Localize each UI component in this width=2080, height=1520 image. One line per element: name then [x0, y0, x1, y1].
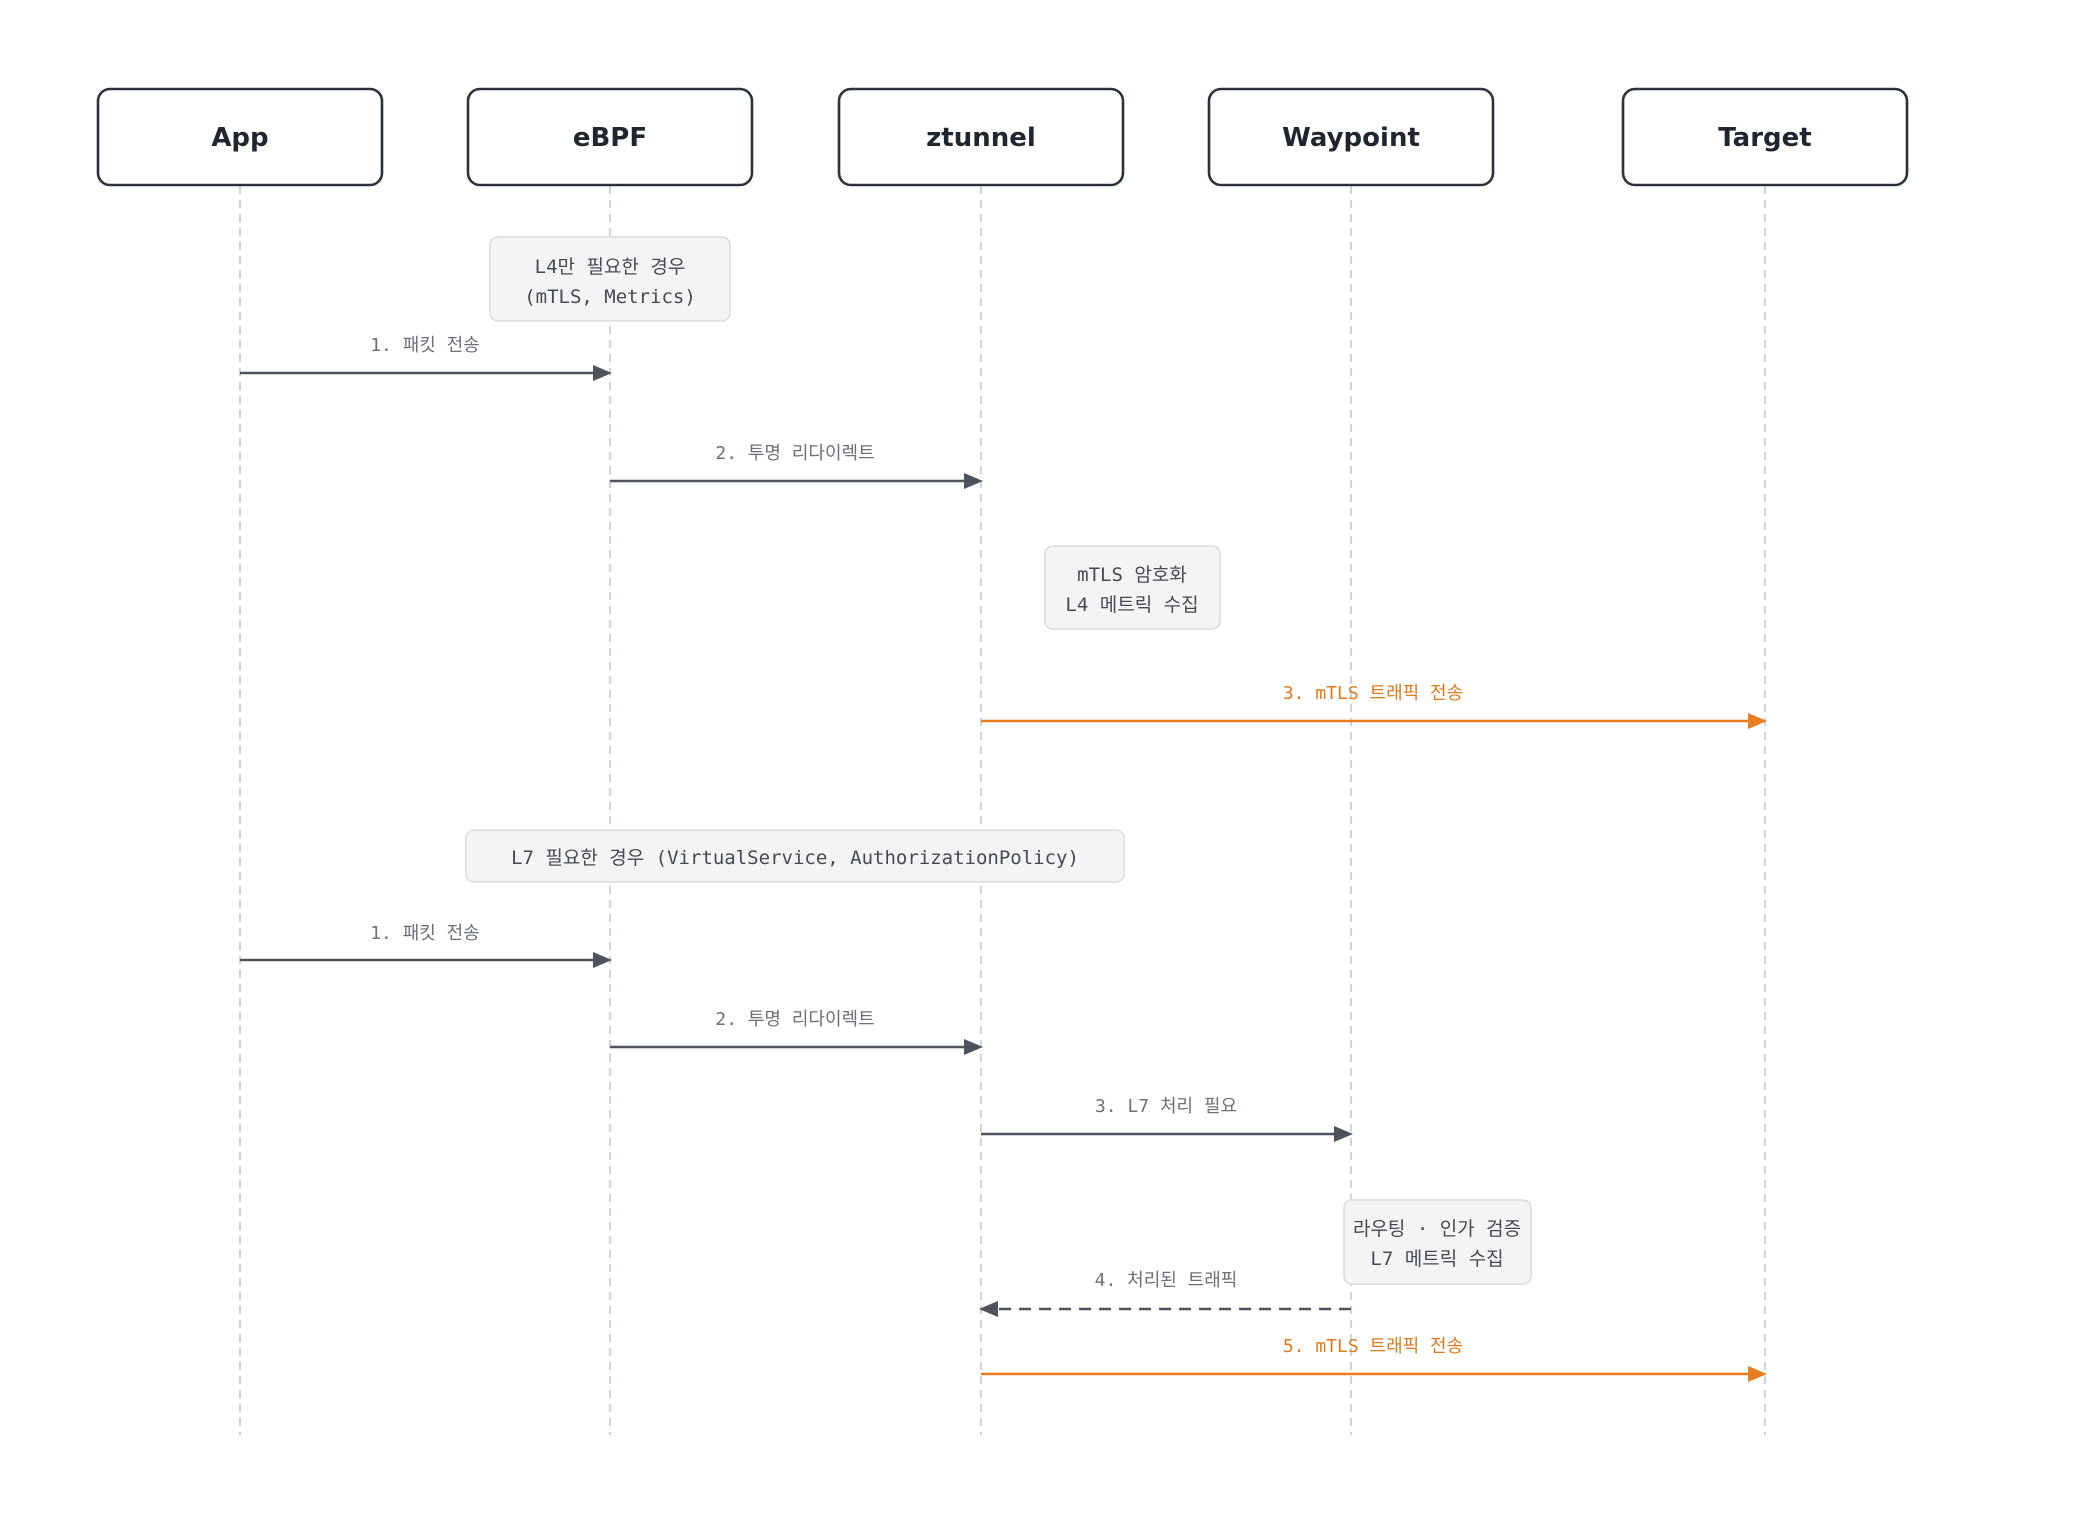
message-l4-packet-send-arrowhead [593, 365, 612, 381]
actor-ebpf-box [466, 87, 754, 187]
message-l7-processed-traffic: 4. 처리된 트래픽 [979, 1270, 1351, 1317]
note-ztunnel-l4: mTLS 암호화 L4 메트릭 수집 [1044, 545, 1221, 630]
actor-app-box [96, 87, 384, 187]
message-l7-mtls-send: 5. mTLS 트래픽 전송 [981, 1336, 1767, 1382]
note-ztunnel-l4-line-2: L4 메트릭 수집 [1065, 594, 1198, 616]
note-l4-only-line-1: L4만 필요한 경우 [535, 256, 686, 278]
message-l4-redirect-arrowhead [964, 473, 983, 489]
message-l7-redirect: 2. 투명 리다이렉트 [610, 1009, 983, 1055]
actor-waypoint-box [1207, 87, 1495, 187]
note-waypoint-l7-box [1343, 1199, 1532, 1285]
actor-ebpf-label: eBPF [573, 123, 647, 153]
message-l4-mtls-send-label: 3. mTLS 트래픽 전송 [1283, 683, 1463, 704]
message-l7-processing-needed: 3. L7 처리 필요 [981, 1096, 1353, 1142]
message-l4-packet-send-label: 1. 패킷 전송 [370, 335, 480, 356]
note-l7-needed-box [465, 829, 1125, 883]
note-waypoint-l7-line-2: L7 메트릭 수집 [1370, 1248, 1503, 1270]
note-ztunnel-l4-line-1: mTLS 암호화 [1077, 564, 1187, 586]
actor-ebpf: eBPF [466, 87, 754, 187]
message-l7-packet-send-arrowhead [593, 952, 612, 968]
note-waypoint-l7: 라우팅 · 인가 검증 L7 메트릭 수집 [1343, 1199, 1532, 1285]
actor-target-box [1621, 87, 1909, 187]
note-l4-only: L4만 필요한 경우 (mTLS, Metrics) [489, 236, 731, 322]
note-l7-needed: L7 필요한 경우 (VirtualService, Authorization… [465, 829, 1125, 883]
message-l7-processed-traffic-label: 4. 처리된 트래픽 [1095, 1270, 1238, 1291]
message-l7-packet-send-label: 1. 패킷 전송 [370, 923, 480, 944]
note-l7-needed-line-1: L7 필요한 경우 (VirtualService, Authorization… [511, 847, 1079, 869]
actor-target-label: Target [1718, 123, 1811, 153]
message-l7-processing-needed-arrowhead [1334, 1126, 1353, 1142]
note-waypoint-l7-line-1: 라우팅 · 인가 검증 [1353, 1218, 1521, 1240]
actor-app: App [96, 87, 384, 187]
message-l7-processed-traffic-arrowhead [979, 1301, 998, 1317]
message-l4-mtls-send: 3. mTLS 트래픽 전송 [981, 683, 1767, 729]
message-l7-redirect-arrowhead [964, 1039, 983, 1055]
actor-ztunnel-label: ztunnel [926, 123, 1036, 153]
message-l7-mtls-send-arrowhead [1748, 1366, 1767, 1382]
message-l7-processing-needed-label: 3. L7 처리 필요 [1095, 1096, 1237, 1117]
message-l7-mtls-send-label: 5. mTLS 트래픽 전송 [1283, 1336, 1463, 1357]
message-l7-packet-send: 1. 패킷 전송 [240, 923, 612, 968]
actor-waypoint: Waypoint [1207, 87, 1495, 187]
note-l4-only-line-2: (mTLS, Metrics) [524, 286, 696, 308]
note-l4-only-box [489, 236, 731, 322]
actor-app-label: App [211, 123, 268, 153]
actor-ztunnel-box [837, 87, 1125, 187]
actor-ztunnel: ztunnel [837, 87, 1125, 187]
message-l4-packet-send: 1. 패킷 전송 [240, 335, 612, 381]
actor-waypoint-label: Waypoint [1282, 123, 1420, 153]
message-l4-mtls-send-arrowhead [1748, 713, 1767, 729]
message-l4-redirect: 2. 투명 리다이렉트 [610, 443, 983, 489]
message-l7-redirect-label: 2. 투명 리다이렉트 [715, 1009, 874, 1030]
note-ztunnel-l4-box [1044, 545, 1221, 630]
actor-target: Target [1621, 87, 1909, 187]
message-l4-redirect-label: 2. 투명 리다이렉트 [715, 443, 874, 464]
